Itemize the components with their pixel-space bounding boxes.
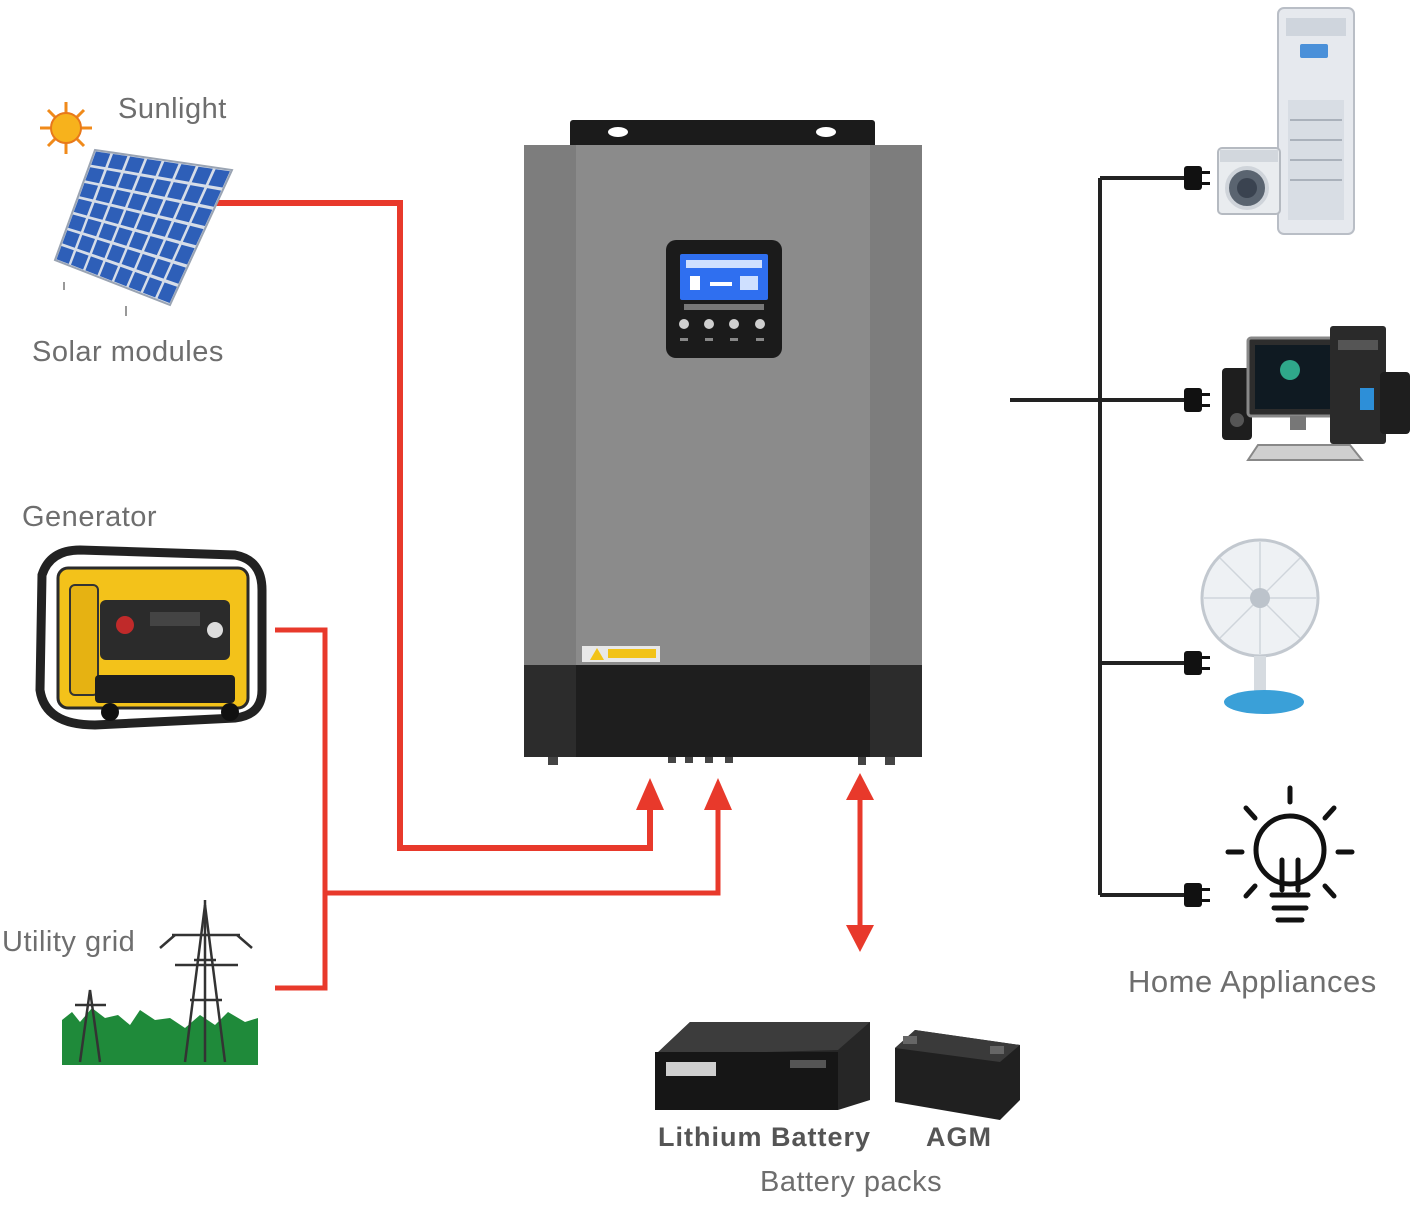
lithium-battery-label: Lithium Battery bbox=[658, 1122, 872, 1152]
generator-icon bbox=[35, 545, 267, 730]
solar-cell bbox=[182, 225, 204, 246]
solar-cell bbox=[98, 223, 117, 241]
solar-cell bbox=[105, 206, 124, 224]
fan-icon bbox=[1200, 538, 1320, 714]
solar-cell bbox=[120, 210, 140, 229]
generator-label: Generator bbox=[22, 501, 158, 533]
solar-cell bbox=[121, 249, 141, 269]
washing-machine-icon bbox=[1217, 147, 1281, 215]
solar-modules-label: Solar modules bbox=[32, 336, 224, 368]
sun-icon bbox=[40, 102, 92, 154]
solar-cell bbox=[127, 193, 147, 211]
solar-cell bbox=[68, 214, 86, 232]
solar-cell bbox=[157, 282, 177, 303]
solar-cell bbox=[79, 183, 99, 200]
solar-panel-icon bbox=[53, 148, 234, 316]
agm-label: AGM bbox=[926, 1122, 992, 1152]
battery-packs-label: Battery packs bbox=[760, 1166, 943, 1198]
solar-cell bbox=[73, 198, 92, 216]
lithium-battery-icon bbox=[655, 1022, 870, 1110]
solar-cell bbox=[77, 235, 95, 253]
solar-cell bbox=[95, 186, 115, 204]
solar-wire bbox=[215, 200, 653, 851]
ac-input-arrow bbox=[704, 778, 732, 810]
solar-cell bbox=[144, 236, 164, 256]
solar-cell bbox=[150, 179, 171, 197]
plug-icons bbox=[1184, 166, 1210, 907]
solar-cell bbox=[191, 207, 213, 226]
solar-cell bbox=[174, 244, 195, 265]
solar-cell bbox=[183, 185, 205, 204]
solar-cell bbox=[101, 170, 121, 187]
output-wire bbox=[1010, 176, 1190, 897]
light-bulb-icon bbox=[1225, 785, 1355, 923]
solar-cell bbox=[128, 272, 148, 292]
solar-cell bbox=[159, 200, 180, 219]
solar-cell bbox=[71, 251, 89, 270]
solar-cell bbox=[124, 156, 145, 173]
agm-battery-icon bbox=[895, 1030, 1020, 1120]
solar-cell bbox=[107, 154, 128, 170]
generator-grid-wire bbox=[275, 627, 721, 991]
solar-cell bbox=[143, 196, 164, 215]
solar-cell bbox=[158, 161, 179, 179]
solar-cell bbox=[113, 227, 133, 246]
battery-wire bbox=[846, 773, 874, 952]
solar-cell bbox=[166, 263, 186, 284]
sunlight-label: Sunlight bbox=[118, 93, 227, 125]
solar-cell bbox=[128, 231, 149, 251]
solar-cell bbox=[136, 214, 156, 233]
solar-cell bbox=[159, 240, 180, 260]
lcd-panel bbox=[666, 240, 782, 358]
solar-cell bbox=[114, 266, 133, 287]
solar-cell bbox=[199, 188, 222, 207]
solar-cell bbox=[92, 239, 111, 258]
solar-cell bbox=[208, 169, 230, 188]
solar-cell bbox=[191, 166, 213, 185]
solar-arrow bbox=[636, 778, 664, 810]
solar-cell bbox=[136, 254, 156, 274]
utility-grid-label: Utility grid bbox=[2, 926, 136, 958]
utility-grid-icon bbox=[62, 900, 258, 1065]
air-conditioner-icon bbox=[1277, 7, 1355, 235]
solar-cell bbox=[174, 164, 196, 182]
solar-cell bbox=[83, 218, 102, 237]
solar-cell bbox=[111, 189, 131, 207]
solar-cell bbox=[167, 222, 188, 241]
solar-cell bbox=[85, 167, 105, 184]
solar-cell bbox=[89, 202, 108, 220]
solar-cell bbox=[118, 173, 138, 190]
inverter-unit bbox=[524, 120, 922, 765]
solar-cell bbox=[106, 244, 126, 264]
solar-cell bbox=[134, 176, 155, 194]
solar-cell bbox=[62, 230, 80, 248]
solar-cell bbox=[56, 246, 74, 264]
home-appliances-label: Home Appliances bbox=[1128, 964, 1377, 999]
solar-cell bbox=[167, 182, 188, 200]
solar-cell bbox=[151, 258, 171, 279]
solar-cell bbox=[175, 203, 196, 223]
solar-cell bbox=[91, 151, 111, 168]
solar-cell bbox=[141, 159, 162, 176]
solar-cell bbox=[99, 261, 118, 281]
computer-icon bbox=[1222, 326, 1410, 461]
solar-cell bbox=[143, 277, 163, 298]
solar-cell bbox=[85, 256, 104, 276]
solar-cell bbox=[151, 218, 172, 237]
